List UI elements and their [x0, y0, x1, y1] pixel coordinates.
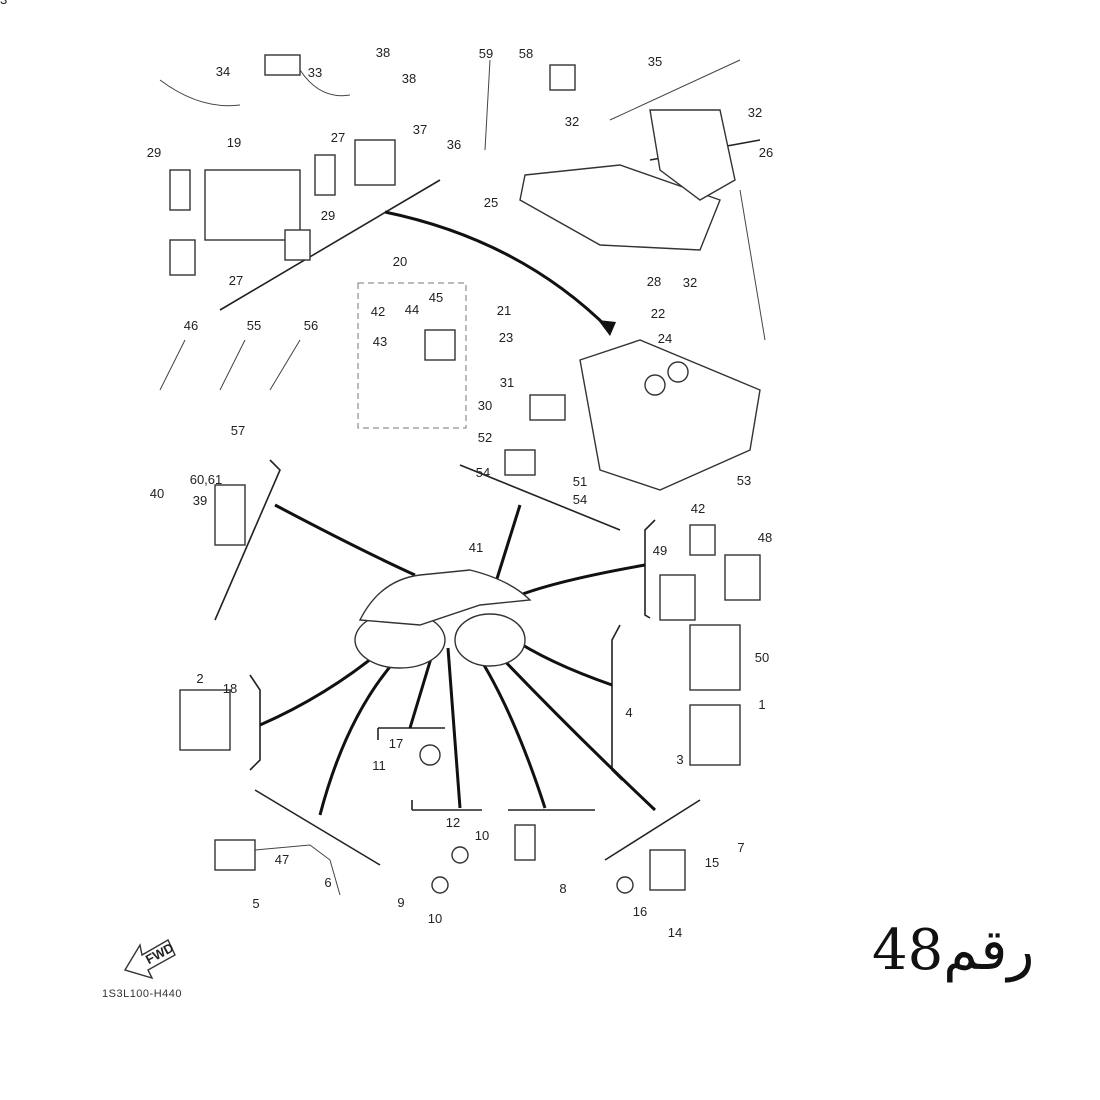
part-label: 41 — [469, 540, 483, 555]
part-label: 51 — [573, 474, 587, 489]
part-label: 16 — [633, 904, 647, 919]
part-label: 26 — [759, 145, 773, 160]
part-label: 56 — [304, 318, 318, 333]
part-label: 10 — [428, 911, 442, 926]
part-label: 27 — [331, 130, 345, 145]
part-label: 60,61 — [190, 472, 223, 487]
part-label: 38 — [402, 71, 416, 86]
part-label: 7 — [737, 840, 744, 855]
part-label: 15 — [705, 855, 719, 870]
part-label: 58 — [519, 46, 533, 61]
part-label: 59 — [479, 46, 493, 61]
part-label: 8 — [559, 881, 566, 896]
part-shapes — [159, 54, 761, 896]
part-label: 29 — [321, 208, 335, 223]
part-label: 6 — [324, 875, 331, 890]
part-label: 53 — [737, 473, 751, 488]
part-label: 45 — [429, 290, 443, 305]
part-label: 54 — [573, 492, 587, 507]
drawing-code: 1S3L100-H440 — [102, 988, 183, 1000]
part-label: 27 — [229, 273, 243, 288]
part-label: 55 — [247, 318, 261, 333]
part-label: 36 — [447, 137, 461, 152]
part-label: 25 — [484, 195, 498, 210]
part-label: 30 — [478, 398, 492, 413]
part-label: 37 — [413, 122, 427, 137]
part-label: 12 — [446, 815, 460, 830]
part-label: 24 — [658, 331, 672, 346]
part-label: 29 — [147, 145, 161, 160]
part-label: 43 — [373, 334, 387, 349]
part-label: 50 — [755, 650, 769, 665]
part-label: 32 — [683, 275, 697, 290]
part-label: 4 — [625, 705, 632, 720]
part-label: 10 — [475, 828, 489, 843]
part-label: 5 — [252, 896, 259, 911]
part-label: 31 — [500, 375, 514, 390]
part-label: 54 — [476, 465, 490, 480]
group-brackets — [214, 139, 761, 866]
part-label: 42 — [371, 304, 385, 319]
part-label: 44 — [405, 302, 419, 317]
part-label: 13 — [0, 0, 7, 7]
rectifier — [179, 689, 231, 751]
part-label: 23 — [499, 330, 513, 345]
part-label: 20 — [393, 254, 407, 269]
part-label: 3 — [676, 752, 683, 767]
part-label: 48 — [758, 530, 772, 545]
part-label: 11 — [372, 758, 386, 773]
part-label: 21 — [497, 303, 511, 318]
battery — [204, 169, 301, 241]
part-label: 49 — [653, 543, 667, 558]
part-label: 34 — [216, 64, 230, 79]
part-label: 1 — [758, 697, 765, 712]
vehicle-outline — [354, 569, 532, 669]
part-label: 32 — [565, 114, 579, 129]
relay — [354, 139, 396, 186]
part-label: 47 — [275, 852, 289, 867]
part-label: 57 — [231, 423, 245, 438]
part-label: 46 — [184, 318, 198, 333]
part-label: 22 — [651, 306, 665, 321]
ecu — [689, 624, 741, 691]
part-label: 2 — [196, 671, 203, 686]
part-label: 14 — [668, 925, 682, 940]
caption-number: رقم48 — [872, 918, 1035, 983]
part-label: 38 — [376, 45, 390, 60]
part-label: 18 — [223, 681, 237, 696]
part-label: 32 — [748, 105, 762, 120]
part-label: 9 — [397, 895, 404, 910]
battery-box — [579, 339, 761, 491]
part-label: 39 — [193, 493, 207, 508]
part-label: 19 — [227, 135, 241, 150]
part-label: 35 — [648, 54, 662, 69]
fwd-arrow-icon: FWD — [123, 939, 176, 980]
part-label: 33 — [308, 65, 322, 80]
part-label: 28 — [647, 274, 661, 289]
part-label: 42 — [691, 501, 705, 516]
part-label: 17 — [389, 736, 403, 751]
part-label: 40 — [150, 486, 164, 501]
part-label: 52 — [478, 430, 492, 445]
